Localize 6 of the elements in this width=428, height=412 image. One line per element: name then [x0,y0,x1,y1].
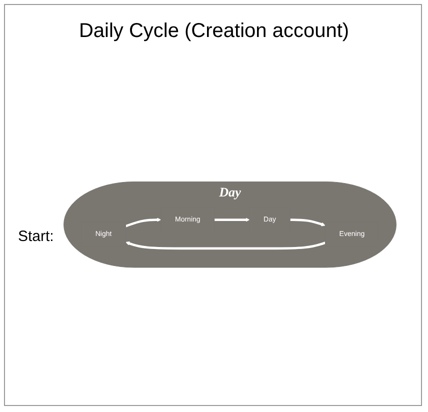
arrow [290,219,326,227]
arrow [125,218,162,228]
start-label: Start: [18,228,54,245]
diagram-title: Daily Cycle (Creation account) [78,20,350,43]
arrow [214,218,250,222]
arrow [126,242,326,250]
